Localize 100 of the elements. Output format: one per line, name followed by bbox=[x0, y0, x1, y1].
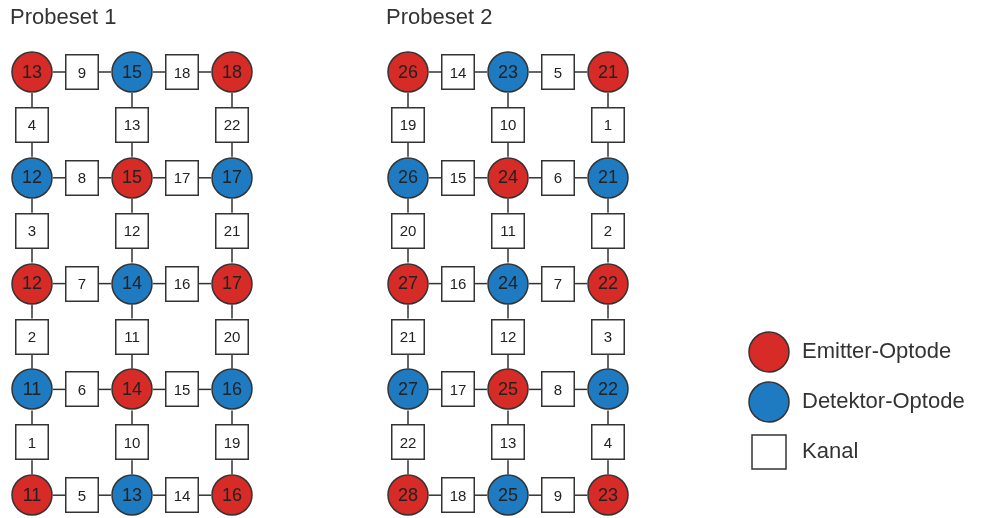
emitter-circle bbox=[111, 368, 153, 411]
emitter-circle bbox=[487, 368, 529, 411]
channel-box bbox=[491, 212, 525, 249]
channel-box bbox=[491, 424, 525, 461]
optode-number: 26 bbox=[398, 61, 418, 83]
optode-number: 14 bbox=[122, 273, 142, 295]
channel-box bbox=[441, 54, 475, 90]
channel-box bbox=[541, 477, 575, 514]
connector-line bbox=[507, 92, 509, 108]
detector-circle bbox=[111, 262, 153, 305]
optode-number: 27 bbox=[398, 273, 418, 295]
channel-box bbox=[65, 371, 99, 408]
connector-line bbox=[607, 303, 609, 320]
emitter-circle bbox=[587, 51, 629, 93]
channel-number: 6 bbox=[553, 169, 563, 187]
emitter-circle bbox=[211, 474, 253, 517]
channel-box bbox=[591, 106, 625, 143]
detector-circle bbox=[587, 368, 629, 411]
channel-number: 19 bbox=[223, 433, 241, 451]
emitter-circle bbox=[387, 51, 429, 93]
connector-line bbox=[607, 198, 609, 214]
connector-line bbox=[507, 459, 509, 475]
detector-circle bbox=[387, 156, 429, 199]
connector-line bbox=[131, 459, 133, 475]
optode-number: 13 bbox=[122, 484, 142, 506]
connector-line bbox=[152, 177, 166, 179]
optode-number: 27 bbox=[398, 378, 418, 400]
optode-number: 25 bbox=[498, 378, 518, 400]
optode-number: 17 bbox=[222, 167, 242, 189]
channel-box bbox=[541, 54, 575, 90]
connector-line bbox=[152, 71, 166, 73]
optode-number: 16 bbox=[222, 378, 242, 400]
channel-number: 13 bbox=[123, 116, 141, 134]
connector-line bbox=[407, 92, 409, 108]
channel-box bbox=[391, 318, 425, 355]
channel-box bbox=[165, 159, 199, 196]
channel-number: 8 bbox=[77, 169, 87, 187]
channel-number: 6 bbox=[77, 380, 87, 398]
channel-number: 11 bbox=[124, 328, 140, 345]
connector-line bbox=[607, 409, 609, 426]
channel-number: 2 bbox=[27, 328, 37, 345]
channel-number: 1 bbox=[603, 116, 613, 134]
connector-line bbox=[507, 247, 509, 264]
channel-box bbox=[591, 318, 625, 355]
connector-line bbox=[507, 353, 509, 370]
connector-line bbox=[131, 92, 133, 108]
channel-number: 7 bbox=[553, 275, 563, 293]
connector-line bbox=[98, 494, 112, 496]
optode-number: 12 bbox=[22, 273, 42, 295]
connector-line bbox=[31, 247, 33, 264]
channel-number: 20 bbox=[399, 222, 417, 240]
connector-line bbox=[131, 247, 133, 264]
connector-line bbox=[574, 71, 588, 73]
optode-number: 25 bbox=[498, 484, 518, 506]
channel-box bbox=[65, 477, 99, 514]
channel-number: 12 bbox=[499, 328, 517, 345]
channel-number: 11 bbox=[500, 222, 516, 240]
detector-circle bbox=[211, 156, 253, 199]
emitter-circle bbox=[211, 262, 253, 305]
channel-box bbox=[215, 318, 249, 355]
detector-circle bbox=[11, 368, 53, 411]
emitter-circle bbox=[587, 262, 629, 305]
connector-line bbox=[31, 92, 33, 108]
channel-box bbox=[65, 54, 99, 90]
channel-box bbox=[391, 424, 425, 461]
channel-box bbox=[541, 265, 575, 302]
channel-number: 5 bbox=[77, 486, 87, 504]
connector-line bbox=[607, 353, 609, 370]
optode-number: 24 bbox=[498, 273, 518, 295]
detector-circle bbox=[587, 156, 629, 199]
connector-line bbox=[607, 92, 609, 108]
optode-number: 24 bbox=[498, 167, 518, 189]
channel-number: 3 bbox=[27, 222, 37, 240]
channel-number: 16 bbox=[173, 275, 191, 293]
optode-number: 21 bbox=[598, 167, 618, 189]
channel-box bbox=[165, 477, 199, 514]
channel-box bbox=[215, 106, 249, 143]
channel-box bbox=[65, 159, 99, 196]
channel-number: 2 bbox=[603, 222, 613, 240]
channel-number: 19 bbox=[399, 116, 417, 134]
channel-number: 10 bbox=[499, 116, 517, 134]
channel-box bbox=[15, 106, 49, 143]
detector-circle bbox=[211, 368, 253, 411]
channel-box bbox=[115, 318, 149, 355]
channel-box bbox=[15, 424, 49, 461]
emitter-circle bbox=[11, 51, 53, 93]
connector-line bbox=[474, 494, 488, 496]
set-heading: Probeset 2 bbox=[386, 4, 493, 30]
optode-number: 23 bbox=[498, 61, 518, 83]
connector-line bbox=[507, 409, 509, 426]
emitter-circle bbox=[387, 262, 429, 305]
channel-number: 21 bbox=[399, 328, 417, 345]
emitter-circle bbox=[487, 156, 529, 199]
detector-circle bbox=[387, 368, 429, 411]
connector-line bbox=[131, 353, 133, 370]
emitter-circle bbox=[387, 474, 429, 517]
channel-box bbox=[215, 212, 249, 249]
connector-line bbox=[428, 494, 442, 496]
channel-box bbox=[165, 265, 199, 302]
channel-number: 5 bbox=[553, 63, 563, 81]
